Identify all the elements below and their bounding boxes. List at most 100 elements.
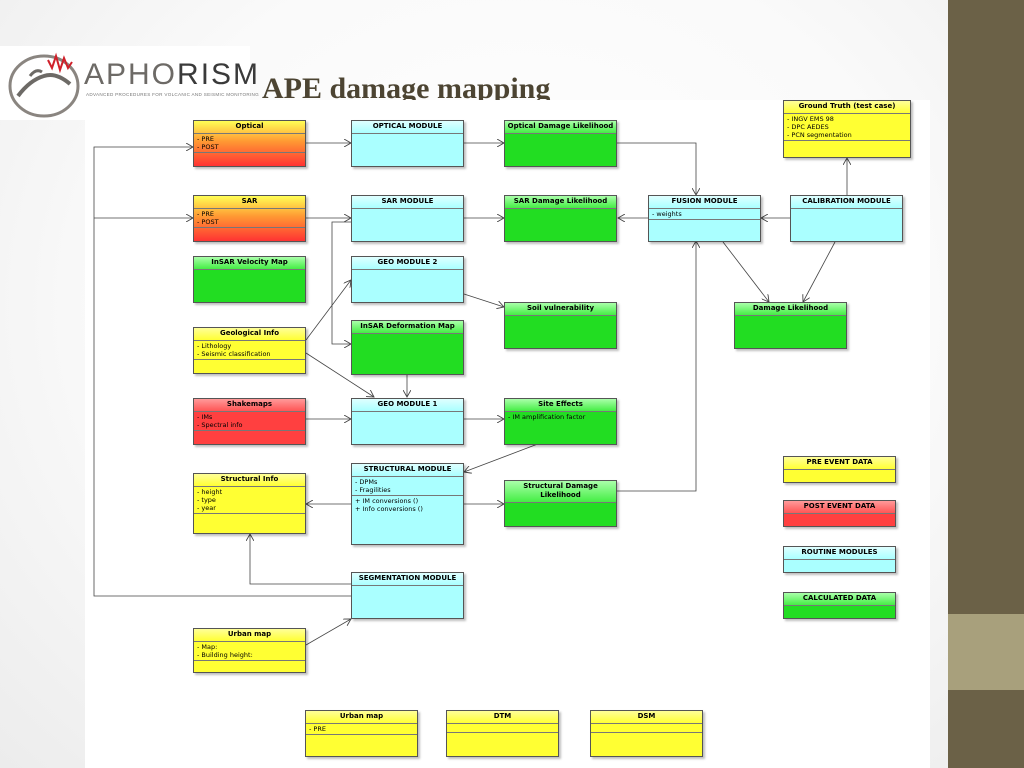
dsm-attributes bbox=[591, 724, 702, 733]
ground-truth-title: Ground Truth (test case) bbox=[784, 101, 910, 114]
soil-vulnerability-title: Soil vulnerability bbox=[505, 303, 616, 316]
shakemaps-operations bbox=[194, 431, 305, 439]
shakemaps-attributes: - IMs- Spectral info bbox=[194, 412, 305, 431]
urban-map-operations bbox=[194, 661, 305, 669]
site-effects-box: Site Effects - IM amplification factor bbox=[504, 398, 617, 445]
geo-module-1-attributes bbox=[352, 412, 463, 420]
urban-map-title: Urban map bbox=[194, 629, 305, 642]
structural-info-operations bbox=[194, 514, 305, 522]
legend-post-event-label: POST EVENT DATA bbox=[784, 501, 895, 514]
slide-title: APE damage mapping bbox=[262, 72, 551, 105]
structural-info-box: Structural Info - height- type- year bbox=[193, 473, 306, 534]
optical-attributes: - PRE- POST bbox=[194, 134, 305, 153]
ground-truth-attributes: - INGV EMS 98- DPC AEDES- PCN segmentati… bbox=[784, 114, 910, 141]
shakemaps-title: Shakemaps bbox=[194, 399, 305, 412]
ground-truth-box: Ground Truth (test case) - INGV EMS 98- … bbox=[783, 100, 911, 158]
bottom-urban-map-operations bbox=[306, 735, 417, 743]
insar-deformation-box: InSAR Deformation Map bbox=[351, 320, 464, 375]
legend-pre-event-body bbox=[784, 470, 895, 478]
legend-routine-body bbox=[784, 560, 895, 568]
sar-module-attributes bbox=[352, 209, 463, 217]
geological-info-title: Geological Info bbox=[194, 328, 305, 341]
geo-module-2-title: GEO MODULE 2 bbox=[352, 257, 463, 270]
optical-module-box: OPTICAL MODULE bbox=[351, 120, 464, 167]
geo-module-1-box: GEO MODULE 1 bbox=[351, 398, 464, 445]
damage-likelihood-attributes bbox=[735, 316, 846, 324]
optical-damage-attributes bbox=[505, 134, 616, 142]
legend-pre-event-label: PRE EVENT DATA bbox=[784, 457, 895, 470]
optical-module-title: OPTICAL MODULE bbox=[352, 121, 463, 134]
optical-operations bbox=[194, 153, 305, 161]
site-effects-attributes: - IM amplification factor bbox=[508, 413, 586, 421]
soil-vulnerability-box: Soil vulnerability bbox=[504, 302, 617, 349]
structural-module-box: STRUCTURAL MODULE - DPMs- Fragilities + … bbox=[351, 463, 464, 545]
structural-module-title: STRUCTURAL MODULE bbox=[352, 464, 463, 477]
legend-calculated-body bbox=[784, 606, 895, 614]
calibration-module-attributes bbox=[791, 209, 902, 217]
fusion-module-title: FUSION MODULE bbox=[649, 196, 760, 209]
sar-damage-box: SAR Damage Likelihood bbox=[504, 195, 617, 242]
insar-deformation-attributes bbox=[352, 334, 463, 342]
connector-arrows bbox=[93, 100, 930, 646]
bottom-urban-map-title: Urban map bbox=[306, 711, 417, 724]
insar-velocity-title: InSAR Velocity Map bbox=[194, 257, 305, 270]
sar-damage-title: SAR Damage Likelihood bbox=[505, 196, 616, 209]
sar-attributes: - PRE- POST bbox=[194, 209, 305, 228]
segmentation-module-title: SEGMENTATION MODULE bbox=[352, 573, 463, 586]
bottom-urban-map-attributes: - PRE bbox=[306, 724, 417, 735]
bottom-urban-map-box: Urban map - PRE bbox=[305, 710, 418, 757]
sar-title: SAR bbox=[194, 196, 305, 209]
fusion-module-box: FUSION MODULE - weights bbox=[648, 195, 761, 242]
geo-module-1-title: GEO MODULE 1 bbox=[352, 399, 463, 412]
legend-calculated: CALCULATED DATA bbox=[783, 592, 896, 619]
insar-velocity-attributes bbox=[194, 270, 305, 278]
segmentation-module-attributes bbox=[352, 586, 463, 594]
optical-title: Optical bbox=[194, 121, 305, 134]
dsm-title: DSM bbox=[591, 711, 702, 724]
logo-tagline: ADVANCED PROCEDURES FOR VOLCANIC AND SEI… bbox=[86, 92, 260, 97]
legend-post-event-body bbox=[784, 514, 895, 522]
sar-damage-attributes bbox=[505, 209, 616, 217]
site-effects-title: Site Effects bbox=[505, 399, 616, 412]
structural-damage-attributes bbox=[505, 503, 616, 511]
legend-pre-event: PRE EVENT DATA bbox=[783, 456, 896, 483]
volcano-logo-icon bbox=[8, 52, 80, 118]
structural-module-attributes: - DPMs- Fragilities bbox=[352, 477, 463, 496]
optical-data-box: Optical - PRE- POST bbox=[193, 120, 306, 167]
urban-map-attributes: - Map:- Building height: bbox=[194, 642, 305, 661]
damage-likelihood-title: Damage Likelihood bbox=[735, 303, 846, 316]
dtm-box: DTM bbox=[446, 710, 559, 757]
legend-calculated-label: CALCULATED DATA bbox=[784, 593, 895, 606]
sidebar-band-bottom bbox=[948, 690, 1024, 768]
calibration-module-title: CALIBRATION MODULE bbox=[791, 196, 902, 209]
shakemaps-box: Shakemaps - IMs- Spectral info bbox=[193, 398, 306, 445]
insar-deformation-title: InSAR Deformation Map bbox=[352, 321, 463, 334]
sar-module-title: SAR MODULE bbox=[352, 196, 463, 209]
soil-vulnerability-attributes bbox=[505, 316, 616, 324]
dtm-operations bbox=[447, 733, 558, 741]
geological-info-box: Geological Info - Lithology- Seismic cla… bbox=[193, 327, 306, 374]
uml-diagram: Optical - PRE- POST SAR - PRE- POST InSA… bbox=[85, 100, 930, 768]
logo-wordmark: APHORISM bbox=[84, 58, 261, 91]
dtm-title: DTM bbox=[447, 711, 558, 724]
legend-post-event: POST EVENT DATA bbox=[783, 500, 896, 527]
sar-operations bbox=[194, 228, 305, 236]
dsm-box: DSM bbox=[590, 710, 703, 757]
structural-module-operations: + IM conversions ()+ Info conversions () bbox=[355, 497, 423, 513]
ground-truth-operations bbox=[784, 141, 910, 149]
geological-info-attributes: - Lithology- Seismic classification bbox=[194, 341, 305, 360]
sidebar-band-accent bbox=[948, 614, 1024, 690]
dsm-operations bbox=[591, 733, 702, 741]
legend-routine: ROUTINE MODULES bbox=[783, 546, 896, 573]
urban-map-box: Urban map - Map:- Building height: bbox=[193, 628, 306, 673]
legend-routine-label: ROUTINE MODULES bbox=[784, 547, 895, 560]
calibration-module-box: CALIBRATION MODULE bbox=[790, 195, 903, 242]
structural-info-title: Structural Info bbox=[194, 474, 305, 487]
sidebar-band-top bbox=[948, 0, 1024, 614]
optical-damage-title: Optical Damage Likelihood bbox=[505, 121, 616, 134]
geo-module-2-box: GEO MODULE 2 bbox=[351, 256, 464, 303]
optical-module-attributes bbox=[352, 134, 463, 142]
fusion-module-attributes: - weights bbox=[649, 209, 760, 220]
